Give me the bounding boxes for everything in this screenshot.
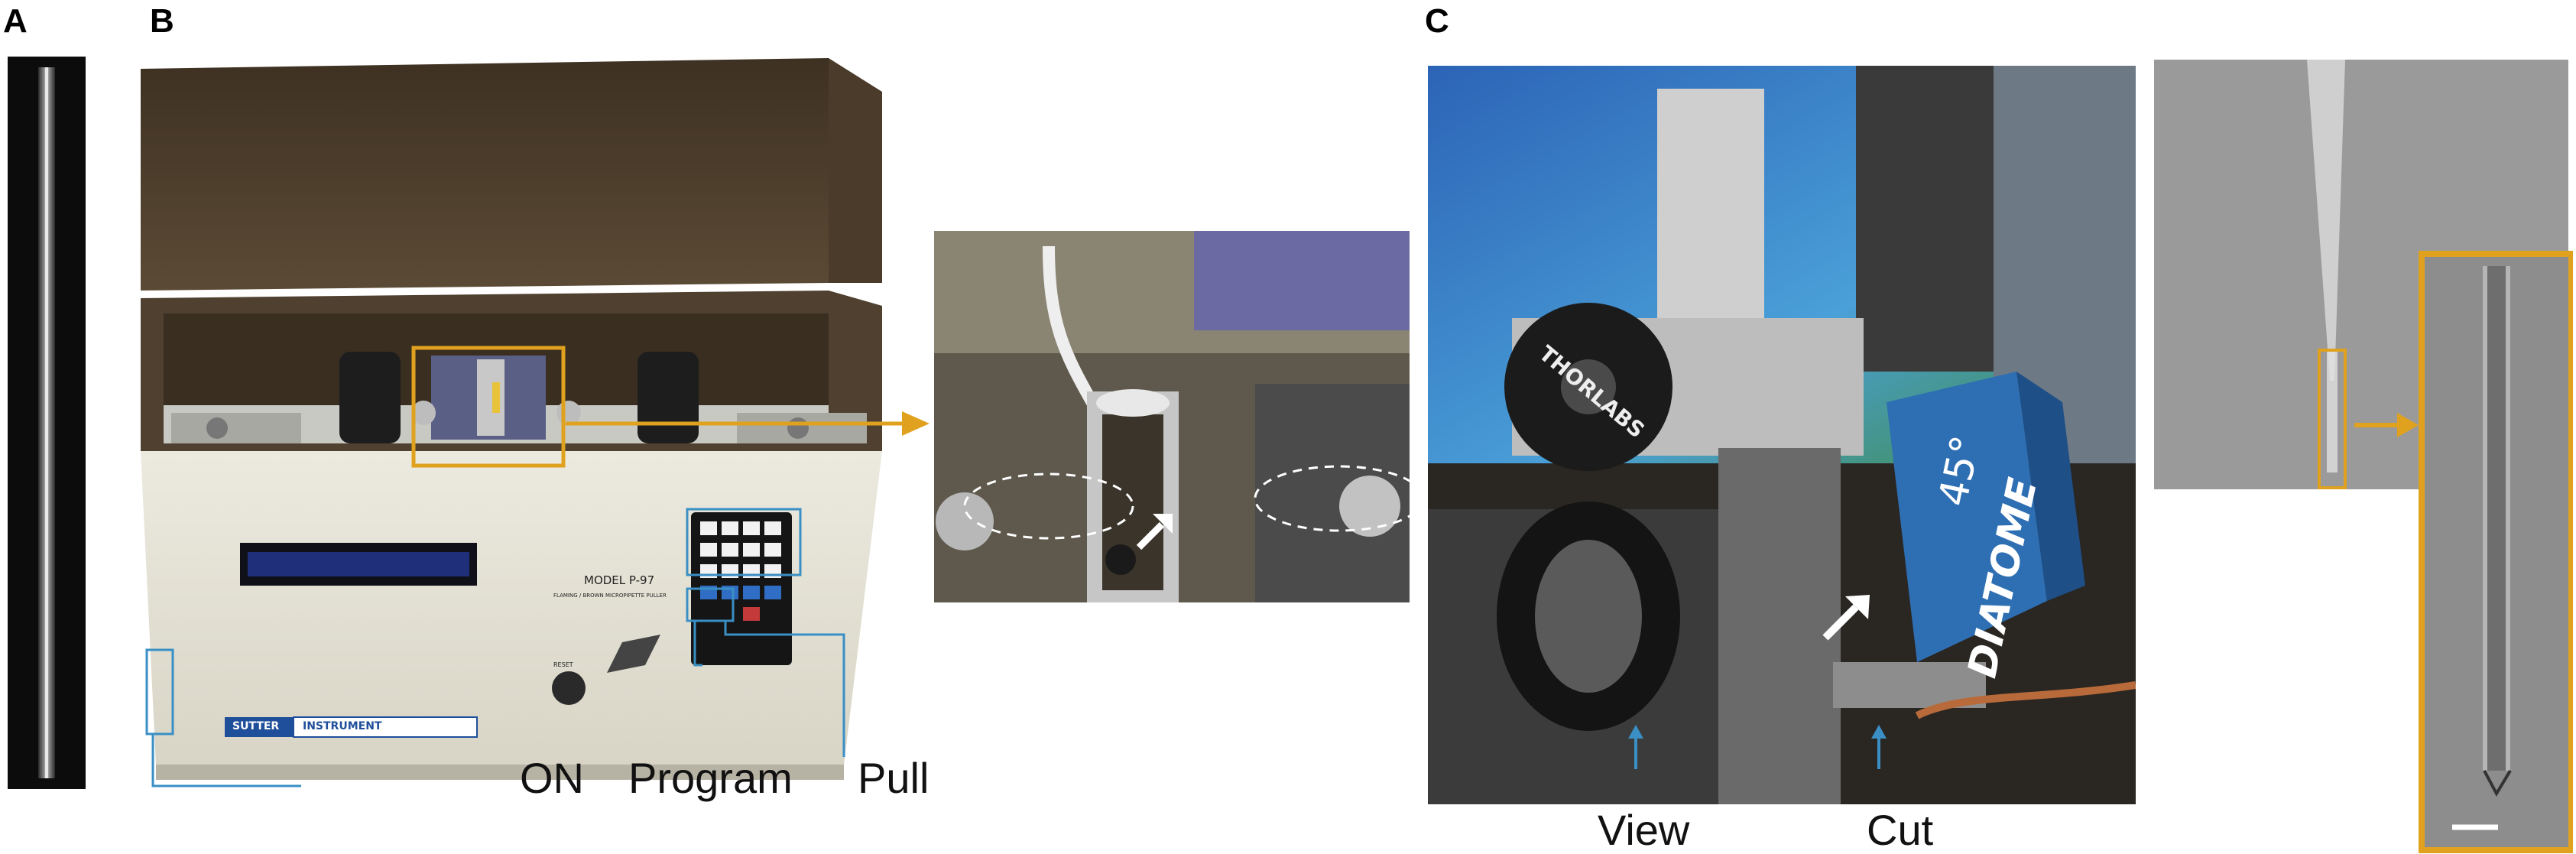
white-arrow-icon: [1822, 595, 1870, 641]
brand-right: INSTRUMENT: [303, 720, 382, 732]
panel-label-a: A: [3, 2, 28, 40]
micrograph-drawing: [2154, 60, 2573, 853]
micrograph-photo: [2154, 60, 2573, 853]
capillary-photo: [8, 57, 86, 789]
zoom-drawing: [934, 231, 1410, 602]
callout-view: View: [1598, 806, 1690, 854]
model-label: MODEL P-97: [584, 573, 655, 587]
panel-label-c: C: [1425, 2, 1449, 40]
capillary-drawing: [38, 67, 55, 778]
knife-photo: THORLABS 45° DIATOME: [1428, 66, 2136, 804]
orange-arrow-icon: [2354, 413, 2419, 437]
callout-pull: Pull: [858, 754, 930, 802]
callout-program: Program: [628, 754, 793, 802]
zoom-photo: [934, 231, 1410, 602]
callout-cut: Cut: [1867, 806, 1934, 854]
white-arrow-icon: [1136, 514, 1173, 550]
knife-drawing: [1428, 66, 2136, 804]
orange-arrow-icon: [566, 411, 930, 436]
brand-left: SUTTER: [232, 720, 280, 732]
model-subtitle: FLAMING / BROWN MICROPIPETTE PULLER: [553, 593, 667, 599]
callout-on: ON: [520, 754, 584, 802]
panel-label-b: B: [150, 2, 174, 40]
reset-label: RESET: [553, 661, 573, 668]
